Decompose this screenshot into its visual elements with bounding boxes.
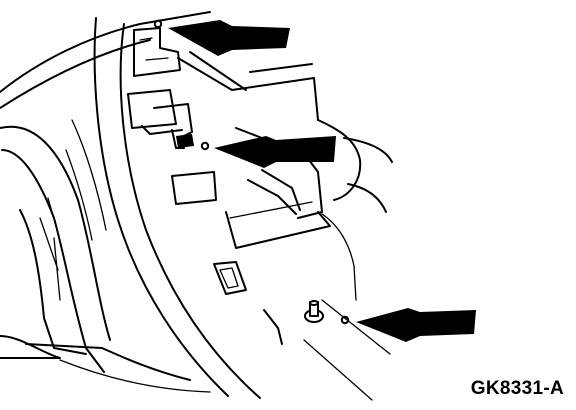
upper-screw-arrow: [168, 20, 290, 56]
housing-outline: [0, 11, 211, 393]
connector-block: [225, 119, 393, 301]
panel-edge: [93, 17, 261, 399]
panel-cutouts: [171, 171, 283, 345]
relay-module: [127, 89, 210, 151]
figure-id-label: GK8331-A: [470, 378, 564, 399]
upper-screw: [153, 19, 163, 29]
lower-screw-arrow: [356, 308, 476, 342]
lower-fasteners: [303, 299, 391, 401]
middle-screw-arrow: [214, 136, 336, 168]
upper-bracket: [133, 19, 319, 121]
middle-screw: [200, 141, 210, 151]
